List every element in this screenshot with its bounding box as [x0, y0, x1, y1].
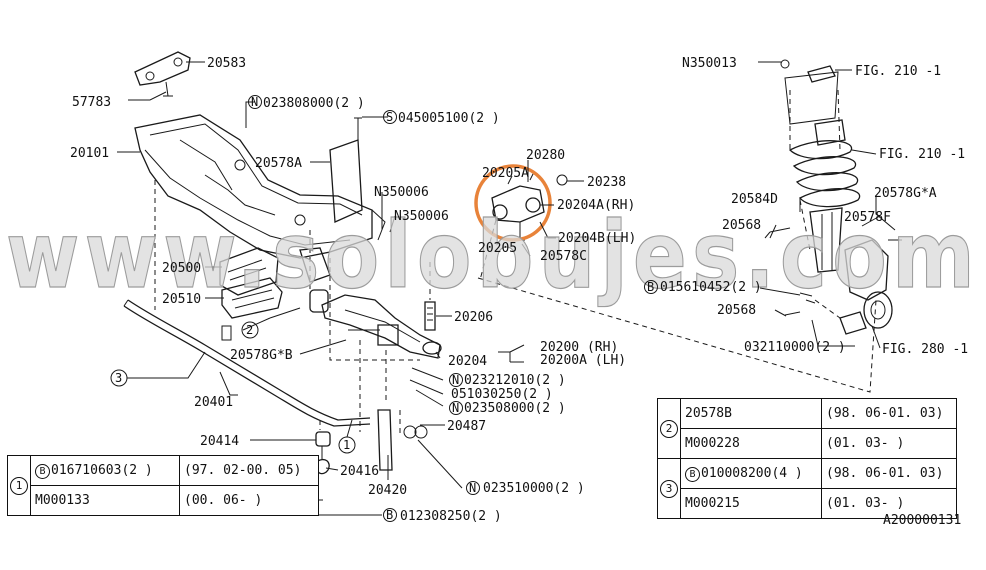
callout-20205: 20205 [478, 241, 517, 256]
callout-20420: 20420 [368, 483, 407, 498]
prefix-b-mark: B [685, 466, 700, 482]
prefix-n-mark: N [251, 95, 258, 109]
callout-012308250: 012308250(2 ) [400, 509, 502, 524]
strut-assembly-drawing [780, 59, 861, 273]
prefix-s-mark: S [386, 110, 393, 124]
ref-number-cell: 1 [7, 455, 31, 516]
prefix-n-mark: N [452, 373, 459, 387]
bracket-20583-drawing [134, 51, 191, 97]
date-range-cell: (97. 02-00. 05) [179, 455, 319, 486]
callout-032110000: 032110000(2 ) [744, 340, 846, 355]
watermark: www.solobujes.com [6, 202, 980, 309]
callout-N350006-1: N350006 [374, 185, 429, 200]
callout-20238: 20238 [587, 175, 626, 190]
callout-20205A: 20205A [482, 166, 529, 181]
stabilizer-bar-drawing [123, 299, 428, 501]
part-number-cell: 20578B [680, 398, 822, 429]
callout-051030250: 051030250(2 ) [451, 387, 553, 402]
callout-20414: 20414 [200, 434, 239, 449]
stiffener-20578A-drawing [329, 117, 363, 223]
callout-20578A: 20578A [255, 156, 302, 171]
callout-20568-1: 20568 [722, 218, 761, 233]
prefix-n-mark: N [452, 401, 459, 415]
ref-2-mark: 2 [246, 323, 253, 337]
table-row: M000215 (01. 03- ) [658, 488, 957, 519]
callout-023508000: 023508000(2 ) [464, 401, 566, 416]
callout-20500: 20500 [162, 261, 201, 276]
callout-20487: 20487 [447, 419, 486, 434]
ref-number-cell: 3 [657, 458, 681, 519]
callout-20204B: 20204B(LH) [558, 231, 636, 246]
callout-023510000: 023510000(2 ) [483, 481, 585, 496]
callout-fig210-1: FIG. 210 -1 [855, 64, 941, 79]
callout-20206: 20206 [454, 310, 493, 325]
ref-number-cell: 2 [657, 398, 681, 459]
callout-20583: 20583 [207, 56, 246, 71]
ref-3-badge: 3 [660, 479, 678, 498]
callout-20510: 20510 [162, 292, 201, 307]
callout-57783: 57783 [72, 95, 111, 110]
ref-1-mark: 1 [343, 438, 350, 452]
callout-fig280-1: FIG. 280 -1 [882, 342, 968, 357]
prefix-b-mark: B [35, 463, 50, 479]
crossmember-drawing [134, 114, 386, 283]
date-range-cell: (98. 06-01. 03) [821, 458, 957, 489]
callout-20204A: 20204A(RH) [557, 198, 635, 213]
part-number: 016710603(2 ) [51, 462, 153, 478]
callout-N350006-2: N350006 [394, 209, 449, 224]
ref-2-badge: 2 [660, 419, 678, 438]
prefix-marks: N S N N N B B [248, 95, 658, 522]
callout-N350013: N350013 [682, 56, 737, 71]
table-row: M000133 (00. 06- ) [8, 485, 319, 516]
callout-20578C: 20578C [540, 249, 587, 264]
date-range-cell: (01. 03- ) [821, 428, 957, 459]
callout-20578GA: 20578G*A [874, 186, 937, 201]
part-number: 010008200(4 ) [701, 465, 803, 481]
callout-023212010: 023212010(2 ) [464, 373, 566, 388]
callout-20204: 20204 [448, 354, 487, 369]
part-number-cell: M000133 [30, 485, 180, 516]
callout-20200A: 20200A (LH) [540, 353, 626, 368]
table-row: 2 20578B (98. 06-01. 03) [657, 398, 957, 459]
prefix-n-mark: N [469, 481, 476, 495]
reference-table-2-3: 2 20578B (98. 06-01. 03) M000228 (01. 03… [657, 398, 957, 519]
callout-20280: 20280 [526, 148, 565, 163]
callout-labels: 20583 57783 20101 023808000(2 ) 04500510… [70, 56, 968, 524]
table-row: M000228 (01. 03- ) [658, 428, 957, 459]
prefix-b-mark: B [386, 508, 393, 522]
callout-045005100: 045005100(2 ) [398, 111, 500, 126]
ref-1-badge: 1 [10, 476, 28, 495]
prefix-b-mark: B [647, 280, 654, 294]
callout-20584D: 20584D [731, 192, 778, 207]
callout-20568-2: 20568 [717, 303, 756, 318]
callout-fig210-2: FIG. 210 -1 [879, 147, 965, 162]
reference-circles: 3 2 1 [110, 321, 356, 454]
engine-mount-drawing [219, 247, 283, 341]
callout-20200: 20200 (RH) [540, 340, 618, 355]
callout-20416: 20416 [340, 464, 379, 479]
highlight-circle [474, 164, 552, 242]
callout-20578F: 20578F [844, 210, 891, 225]
date-range-cell: (00. 06- ) [179, 485, 319, 516]
callout-015610452: 015610452(2 ) [660, 280, 762, 295]
diagram-id: A200000131 [883, 513, 962, 528]
callout-023808000: 023808000(2 ) [263, 96, 365, 111]
callout-20578GB: 20578G*B [230, 348, 293, 363]
part-number-cell: M000215 [680, 488, 822, 519]
date-range-cell: (98. 06-01. 03) [821, 398, 957, 429]
ref-3-mark: 3 [115, 371, 122, 385]
callout-20101: 20101 [70, 146, 109, 161]
part-number-cell: M000228 [680, 428, 822, 459]
callout-20401: 20401 [194, 395, 233, 410]
transverse-link-drawing [269, 289, 442, 359]
date-range-cell: (01. 03- ) [821, 488, 957, 519]
hub-knuckle-drawing [764, 227, 902, 335]
